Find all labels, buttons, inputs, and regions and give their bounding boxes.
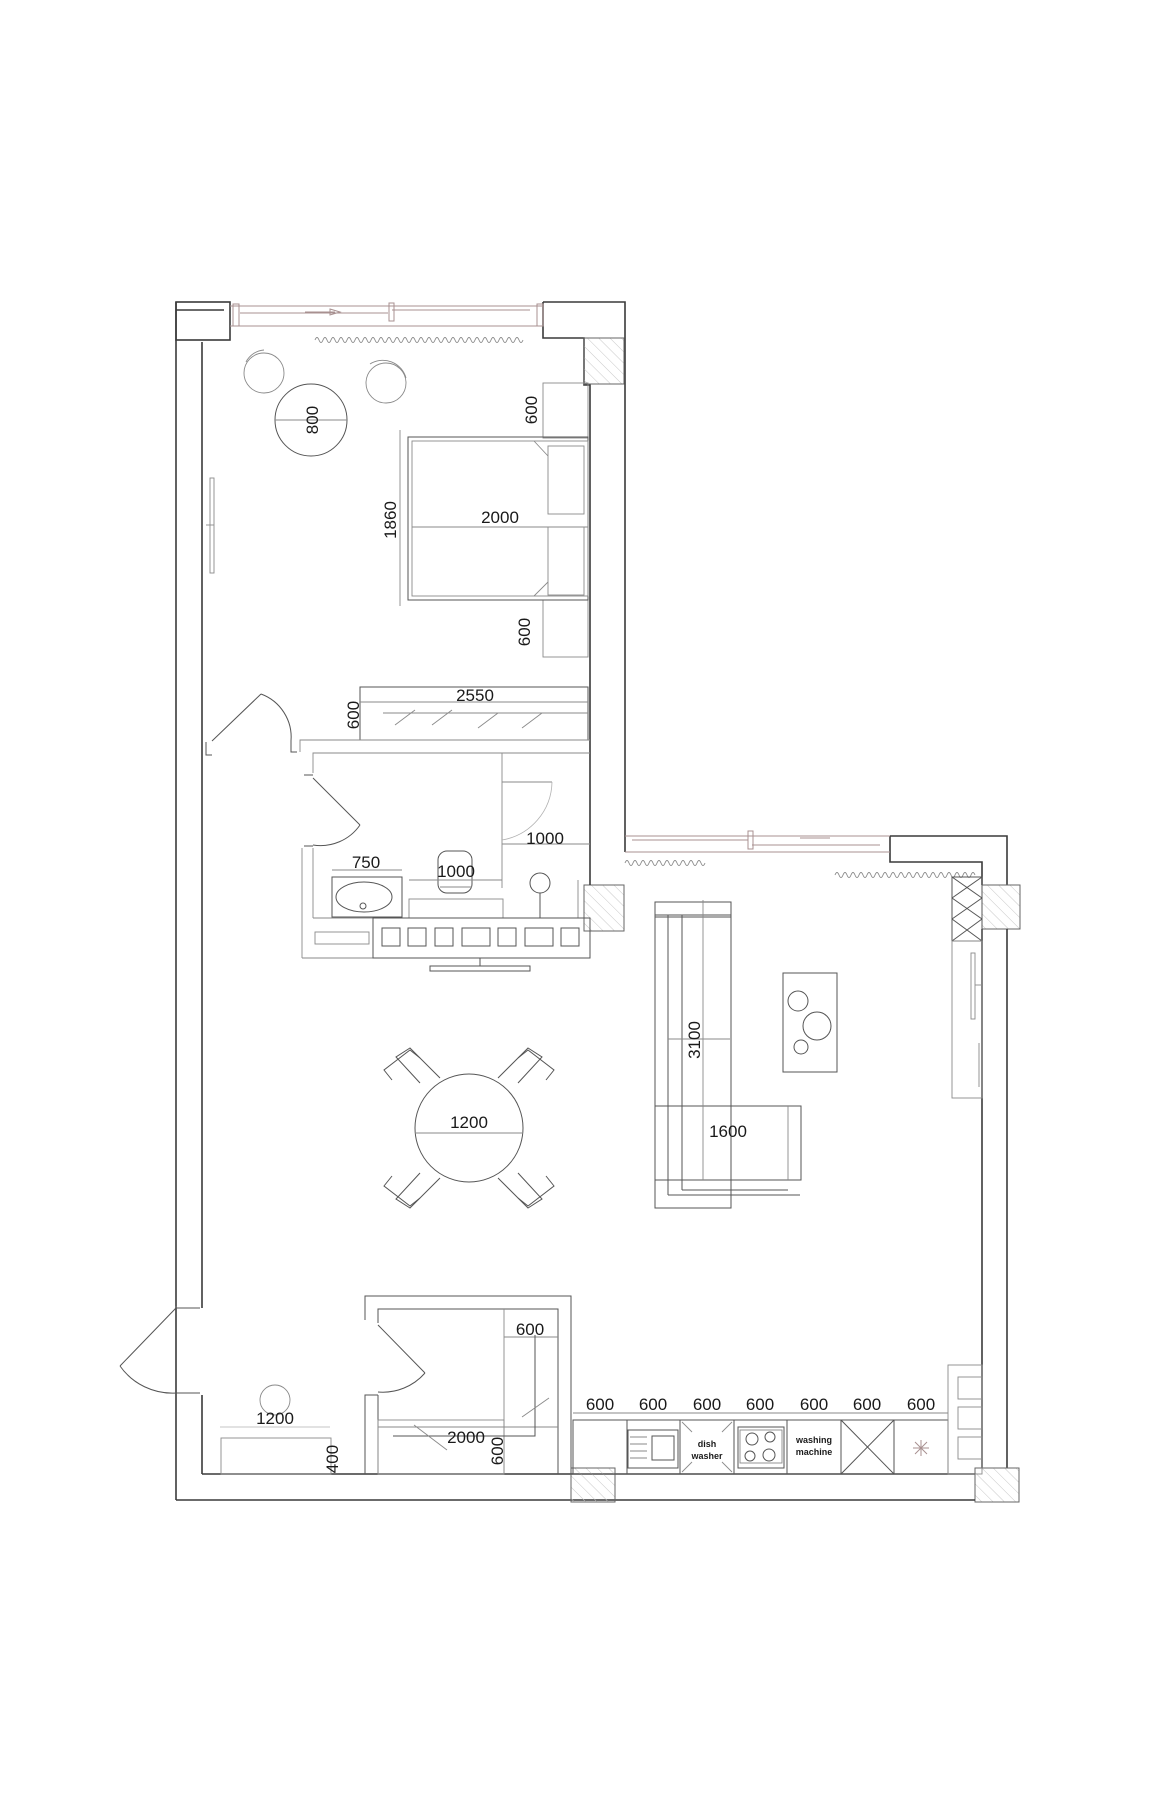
sink-icon <box>331 876 403 918</box>
bedside-top-dim: 600 <box>522 396 541 424</box>
tv-unit <box>372 917 591 972</box>
bed-width-dim: 1860 <box>381 501 400 539</box>
dining-set: 1200 <box>383 1047 555 1209</box>
bedside-table-bottom <box>542 599 589 658</box>
closet-length-dim: 2000 <box>447 1428 485 1447</box>
wardrobe: 2550 600 <box>344 686 589 741</box>
bench <box>220 1437 332 1475</box>
kitchen-module-dim: 600 <box>586 1395 614 1414</box>
window-living <box>624 830 976 878</box>
bench-depth-dim: 400 <box>323 1445 342 1473</box>
chair-icon <box>383 1047 441 1084</box>
column-top-right-living <box>981 884 1021 930</box>
dishwasher-icon: dish washer <box>681 1421 733 1473</box>
window-bedroom <box>230 302 544 343</box>
bedside-table-top <box>542 382 589 439</box>
toilet-width-dim: 1000 <box>437 862 475 881</box>
dining-table <box>414 1073 524 1183</box>
right-wall-cabinet <box>951 876 983 1099</box>
star-icon <box>913 1440 929 1456</box>
bedroom-door[interactable] <box>205 693 297 756</box>
hob-icon <box>737 1426 785 1469</box>
bench-length-dim: 1200 <box>256 1409 294 1428</box>
bed-length-dim: 2000 <box>481 508 519 527</box>
column-top-right <box>583 337 625 385</box>
kitchen-module-dim: 600 <box>800 1395 828 1414</box>
shower-icon <box>529 872 551 894</box>
closet-depth-dim: 600 <box>488 1437 507 1465</box>
kitchen-run: 600 600 600 600 600 600 600 dish washer <box>572 1364 983 1475</box>
dishwasher-label: washer <box>690 1451 723 1461</box>
round-table-diameter: 800 <box>303 406 322 434</box>
bathroom-door[interactable] <box>304 774 361 847</box>
washing-machine-label: machine <box>796 1447 833 1457</box>
kitchen-sink-icon <box>627 1429 679 1469</box>
kitchen-module-dim: 600 <box>639 1395 667 1414</box>
mirror-icon <box>970 952 976 1020</box>
bathroom: 750 1000 1000 <box>299 739 590 959</box>
kitchen-module-dim: 600 <box>907 1395 935 1414</box>
kitchen-module-dim: 600 <box>693 1395 721 1414</box>
wardrobe-depth-dim: 600 <box>344 701 363 729</box>
shower-width-dim: 1000 <box>526 829 564 848</box>
mirror-icon <box>209 477 215 574</box>
toilet-icon <box>437 850 473 894</box>
pillow <box>547 526 585 596</box>
chair-icon <box>497 1172 555 1209</box>
bed: 2000 1860 <box>381 430 589 606</box>
sofa-length-dim: 3100 <box>685 1021 704 1059</box>
column-mid <box>583 884 625 932</box>
sofa: 3100 1600 <box>654 900 802 1209</box>
chair-icon <box>365 362 407 404</box>
bedside-bottom-dim: 600 <box>515 618 534 646</box>
dining-table-diameter: 1200 <box>450 1113 488 1132</box>
closet-door[interactable] <box>377 1324 426 1393</box>
coffee-table <box>782 972 838 1073</box>
washing-machine-label: washing <box>795 1435 832 1445</box>
column-bottom-mid <box>570 1467 616 1503</box>
outer-walls <box>175 301 1021 1503</box>
kitchen-module-dim: 600 <box>746 1395 774 1414</box>
entrance-door[interactable] <box>119 1306 200 1394</box>
dishwasher-label: dish <box>698 1439 717 1449</box>
hall: 1200 400 600 2000 600 <box>119 1295 572 1475</box>
pillow <box>547 445 585 515</box>
sink-width-dim: 750 <box>352 853 380 872</box>
sofa-chaise-dim: 1600 <box>709 1122 747 1141</box>
bedroom: 800 600 600 2000 1860 2550 <box>205 349 589 756</box>
chair-icon <box>383 1172 441 1209</box>
wardrobe-length-dim: 2550 <box>456 686 494 705</box>
chair-icon <box>243 352 285 394</box>
stool-icon <box>259 1384 291 1416</box>
chair-icon <box>497 1047 555 1084</box>
closet-side-dim: 600 <box>516 1320 544 1339</box>
kitchen-module-dim: 600 <box>853 1395 881 1414</box>
